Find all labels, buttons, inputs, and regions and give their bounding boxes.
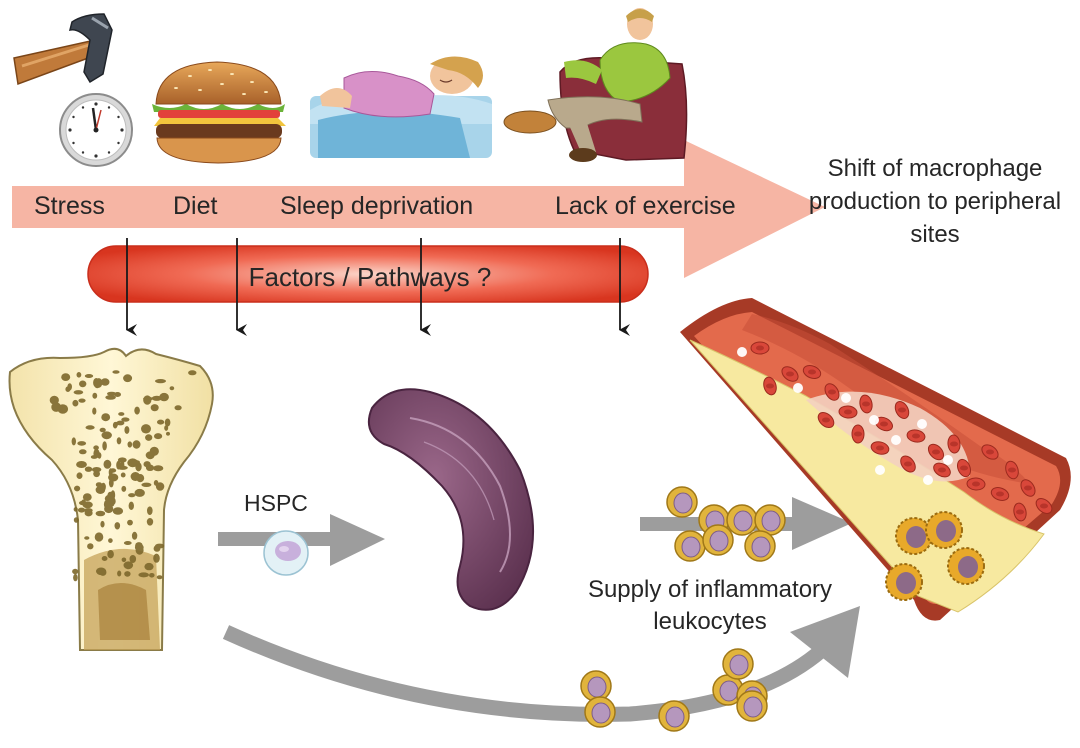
pathway-bar-label: Factors / Pathways ? xyxy=(248,262,492,292)
hspc-label: HSPC xyxy=(244,490,308,516)
factor-label-sleep: Sleep deprivation xyxy=(280,192,474,220)
factor-label-diet: Diet xyxy=(173,192,218,220)
factors-arrow xyxy=(12,140,825,278)
factor-arrows xyxy=(126,238,630,336)
artery-icon xyxy=(680,298,1071,621)
leukocyte-cells xyxy=(580,486,786,732)
bone-icon xyxy=(8,347,214,651)
red-blood-cells xyxy=(750,341,1053,522)
sitting-man-icon xyxy=(503,8,688,162)
spleen-icon xyxy=(368,388,534,611)
factor-label-exercise: Lack of exercise xyxy=(555,192,736,220)
sleeping-person-icon xyxy=(310,56,492,158)
supply-label: Supply of inflammatory leukocytes xyxy=(587,576,833,636)
hspc-cell-icon xyxy=(263,530,309,576)
hammer-icon xyxy=(13,13,113,86)
hamburger-icon xyxy=(152,61,286,164)
factor-label-stress: Stress xyxy=(34,192,105,220)
clock-icon xyxy=(59,93,133,167)
pathway-bar xyxy=(87,245,649,303)
platelets xyxy=(737,347,953,485)
outcome-label: Shift of macrophage production to periph… xyxy=(808,155,1062,249)
adherent-monocytes xyxy=(885,511,985,601)
